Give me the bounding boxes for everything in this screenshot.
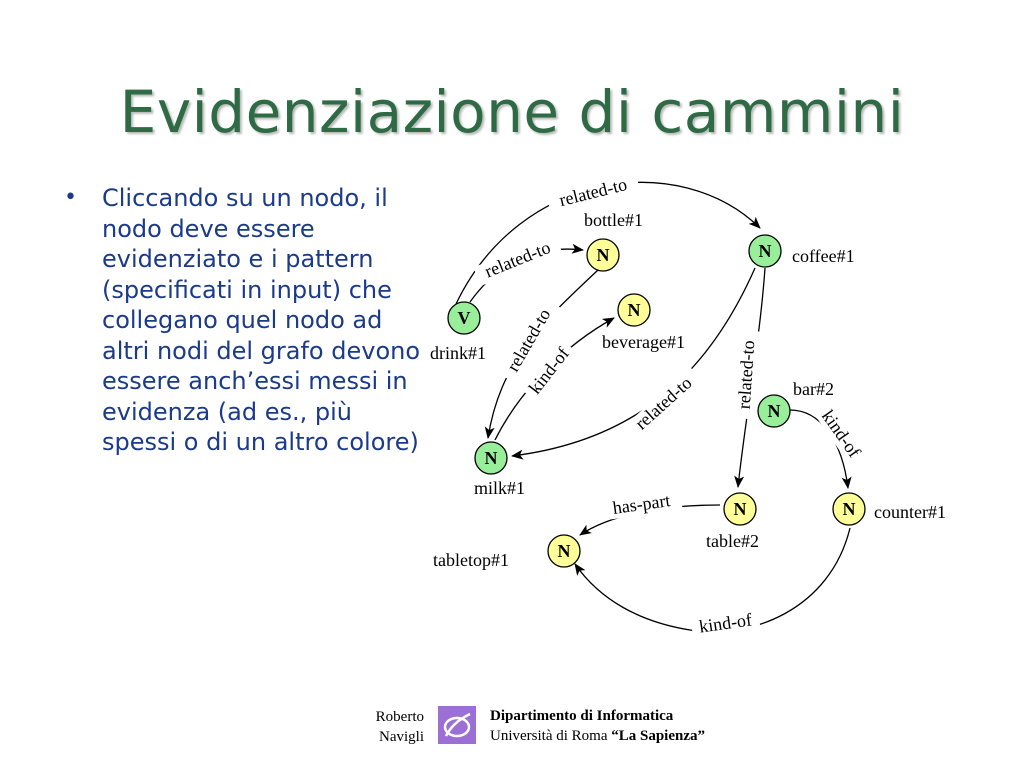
node-label-counter: counter#1 — [874, 502, 946, 522]
svg-text:N: N — [485, 448, 498, 468]
edge-label-table-tabletop: has-part — [600, 489, 683, 521]
svg-text:related-to: related-to — [734, 340, 759, 410]
svg-text:N: N — [759, 241, 772, 261]
node-label-bar: bar#2 — [793, 379, 834, 399]
node-label-bottle: bottle#1 — [584, 210, 643, 230]
node-drink[interactable]: V — [447, 301, 481, 335]
node-tabletop[interactable]: N — [547, 534, 581, 568]
svg-text:N: N — [843, 499, 856, 519]
node-label-drink: drink#1 — [430, 343, 486, 363]
author-first-name: Roberto — [375, 709, 424, 725]
edge-bottle-milk — [484, 269, 599, 439]
university-logo-icon — [438, 706, 476, 744]
edge-label-coffee-table: related-to — [734, 330, 761, 420]
author-last-name: Navigli — [379, 729, 424, 745]
svg-text:N: N — [734, 499, 747, 519]
svg-text:N: N — [558, 541, 571, 561]
bullet-item: • Cliccando su un nodo, il nodo deve ess… — [62, 183, 422, 458]
svg-text:has-part: has-part — [611, 490, 671, 518]
svg-text:kind-of: kind-of — [818, 406, 865, 461]
node-label-milk: milk#1 — [474, 478, 525, 498]
slide-title: Evidenziazione di cammini — [119, 78, 905, 146]
node-label-table: table#2 — [706, 531, 759, 551]
node-beverage[interactable]: N — [617, 293, 651, 327]
svg-text:kind-of: kind-of — [698, 609, 753, 636]
university-line: Università di Roma “La Sapienza” — [490, 726, 705, 746]
svg-text:V: V — [458, 308, 471, 328]
node-label-coffee: coffee#1 — [792, 246, 855, 266]
node-table[interactable]: N — [723, 492, 757, 526]
node-counter[interactable]: N — [832, 492, 866, 526]
bullet-list: • Cliccando su un nodo, il nodo deve ess… — [62, 183, 422, 458]
footer-department: Dipartimento di Informatica Università d… — [490, 706, 705, 746]
node-label-tabletop: tabletop#1 — [433, 550, 509, 570]
svg-text:N: N — [768, 401, 781, 421]
university-prefix: Università di Roma — [490, 728, 612, 744]
edge-label-coffee-milk: related-to — [624, 366, 704, 441]
edge-label-counter-tabletop: kind-of — [690, 609, 761, 639]
svg-text:N: N — [597, 245, 610, 265]
svg-text:N: N — [628, 300, 641, 320]
bullet-dot-icon: • — [64, 185, 77, 210]
node-milk[interactable]: N — [474, 441, 508, 475]
node-coffee[interactable]: N — [748, 234, 782, 268]
bullet-text: Cliccando su un nodo, il nodo deve esser… — [102, 184, 421, 456]
node-bottle[interactable]: N — [586, 238, 620, 272]
department-name: Dipartimento di Informatica — [490, 708, 674, 724]
svg-text:related-to: related-to — [557, 174, 629, 210]
university-name: “La Sapienza” — [611, 728, 705, 744]
edge-label-drink-bottle: related-to — [473, 234, 563, 286]
svg-text:related-to: related-to — [482, 237, 553, 281]
edge-label-drink-coffee: related-to — [546, 172, 641, 214]
footer-author: Roberto Navigli — [340, 707, 424, 747]
node-label-beverage: beverage#1 — [602, 332, 685, 352]
svg-text:related-to: related-to — [631, 373, 696, 434]
node-bar[interactable]: N — [757, 394, 791, 428]
